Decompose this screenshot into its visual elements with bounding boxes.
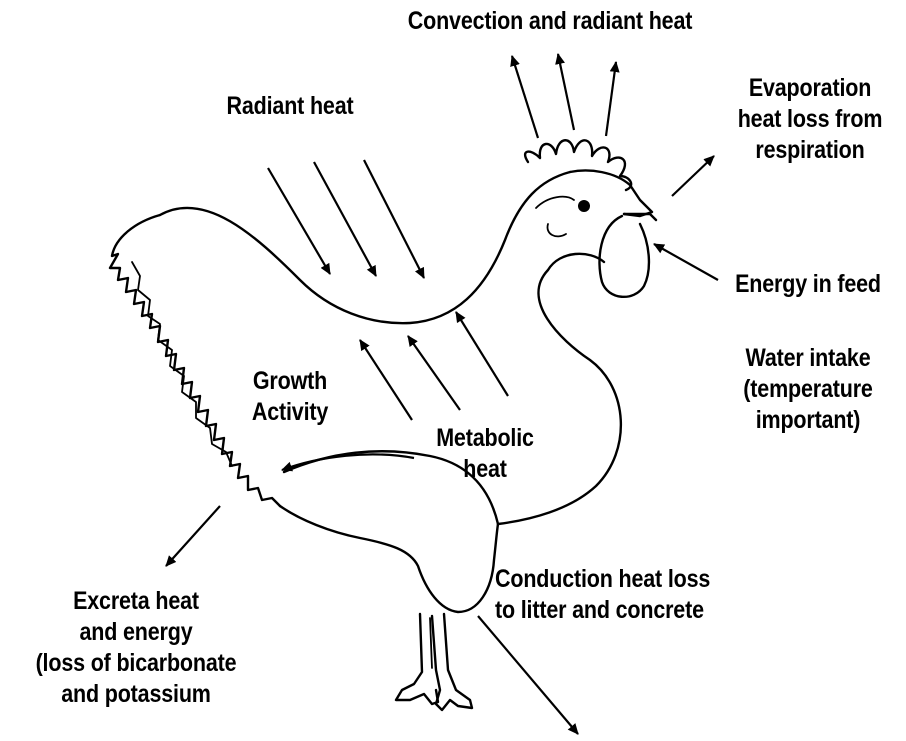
- metabolic-arrow-3: [456, 312, 508, 396]
- evaporation-label-line-2: heat loss from: [733, 104, 888, 135]
- metabolic-heat-label-line-2: heat: [416, 454, 554, 485]
- excreta-label-line-1: Excreta heat: [19, 586, 253, 617]
- excreta-label-line-2: and energy: [19, 617, 253, 648]
- radiant-heat-label-line: Radiant heat: [213, 91, 368, 122]
- eye-brow: [536, 197, 574, 208]
- conduction-arrow: [478, 616, 578, 734]
- growth-activity-label: Growth Activity: [240, 366, 340, 428]
- leg-right: [432, 614, 472, 710]
- feed-arrow: [654, 244, 718, 280]
- comb: [525, 140, 631, 190]
- growth-activity-label-line-2: Activity: [240, 397, 340, 428]
- conduction-label-line-1: Conduction heat loss: [495, 564, 750, 595]
- metabolic-heat-label: Metabolic heat: [416, 423, 554, 485]
- water-intake-label-line-2: (temperature: [725, 374, 890, 405]
- growth-activity-label-line-1: Growth: [240, 366, 340, 397]
- energy-in-feed-label: Energy in feed: [725, 269, 890, 300]
- tail-outline: [110, 215, 280, 506]
- eye: [578, 200, 590, 212]
- belly-outline: [280, 506, 498, 612]
- radiant-arrow-2: [314, 162, 376, 276]
- evaporation-label-line-1: Evaporation: [733, 73, 888, 104]
- conduction-label-line-2: to litter and concrete: [495, 595, 750, 626]
- convection-arrow-2: [558, 54, 574, 130]
- metabolic-arrow-2: [408, 336, 460, 410]
- radiant-arrow-3: [364, 160, 424, 278]
- wattle: [599, 216, 648, 297]
- water-intake-label-line-3: important): [725, 405, 890, 436]
- energy-in-feed-label-line: Energy in feed: [725, 269, 890, 300]
- back-outline: [160, 172, 570, 323]
- convection-arrow-3: [606, 62, 616, 136]
- ear-lobe: [547, 224, 566, 236]
- conduction-label: Conduction heat loss to litter and concr…: [495, 564, 750, 626]
- tail-inner-edge: [132, 262, 232, 466]
- growth-arrow: [282, 454, 414, 470]
- convection-label-line: Convection and radiant heat: [395, 6, 705, 37]
- excreta-arrow: [166, 506, 220, 566]
- evaporation-label: Evaporation heat loss from respiration: [733, 73, 888, 166]
- excreta-label: Excreta heat and energy (loss of bicarbo…: [19, 586, 253, 710]
- excreta-label-line-4: and potassium: [19, 679, 253, 710]
- convection-label: Convection and radiant heat: [395, 6, 705, 37]
- convection-arrow-1: [512, 56, 538, 138]
- water-intake-label: Water intake (temperature important): [725, 343, 890, 436]
- water-intake-label-line-1: Water intake: [725, 343, 890, 374]
- excreta-label-line-3: (loss of bicarbonate: [19, 648, 253, 679]
- metabolic-arrow-1: [360, 340, 412, 420]
- radiant-heat-label: Radiant heat: [213, 91, 368, 122]
- metabolic-heat-label-line-1: Metabolic: [416, 423, 554, 454]
- evaporation-label-line-3: respiration: [733, 135, 888, 166]
- evaporation-arrow: [672, 156, 714, 196]
